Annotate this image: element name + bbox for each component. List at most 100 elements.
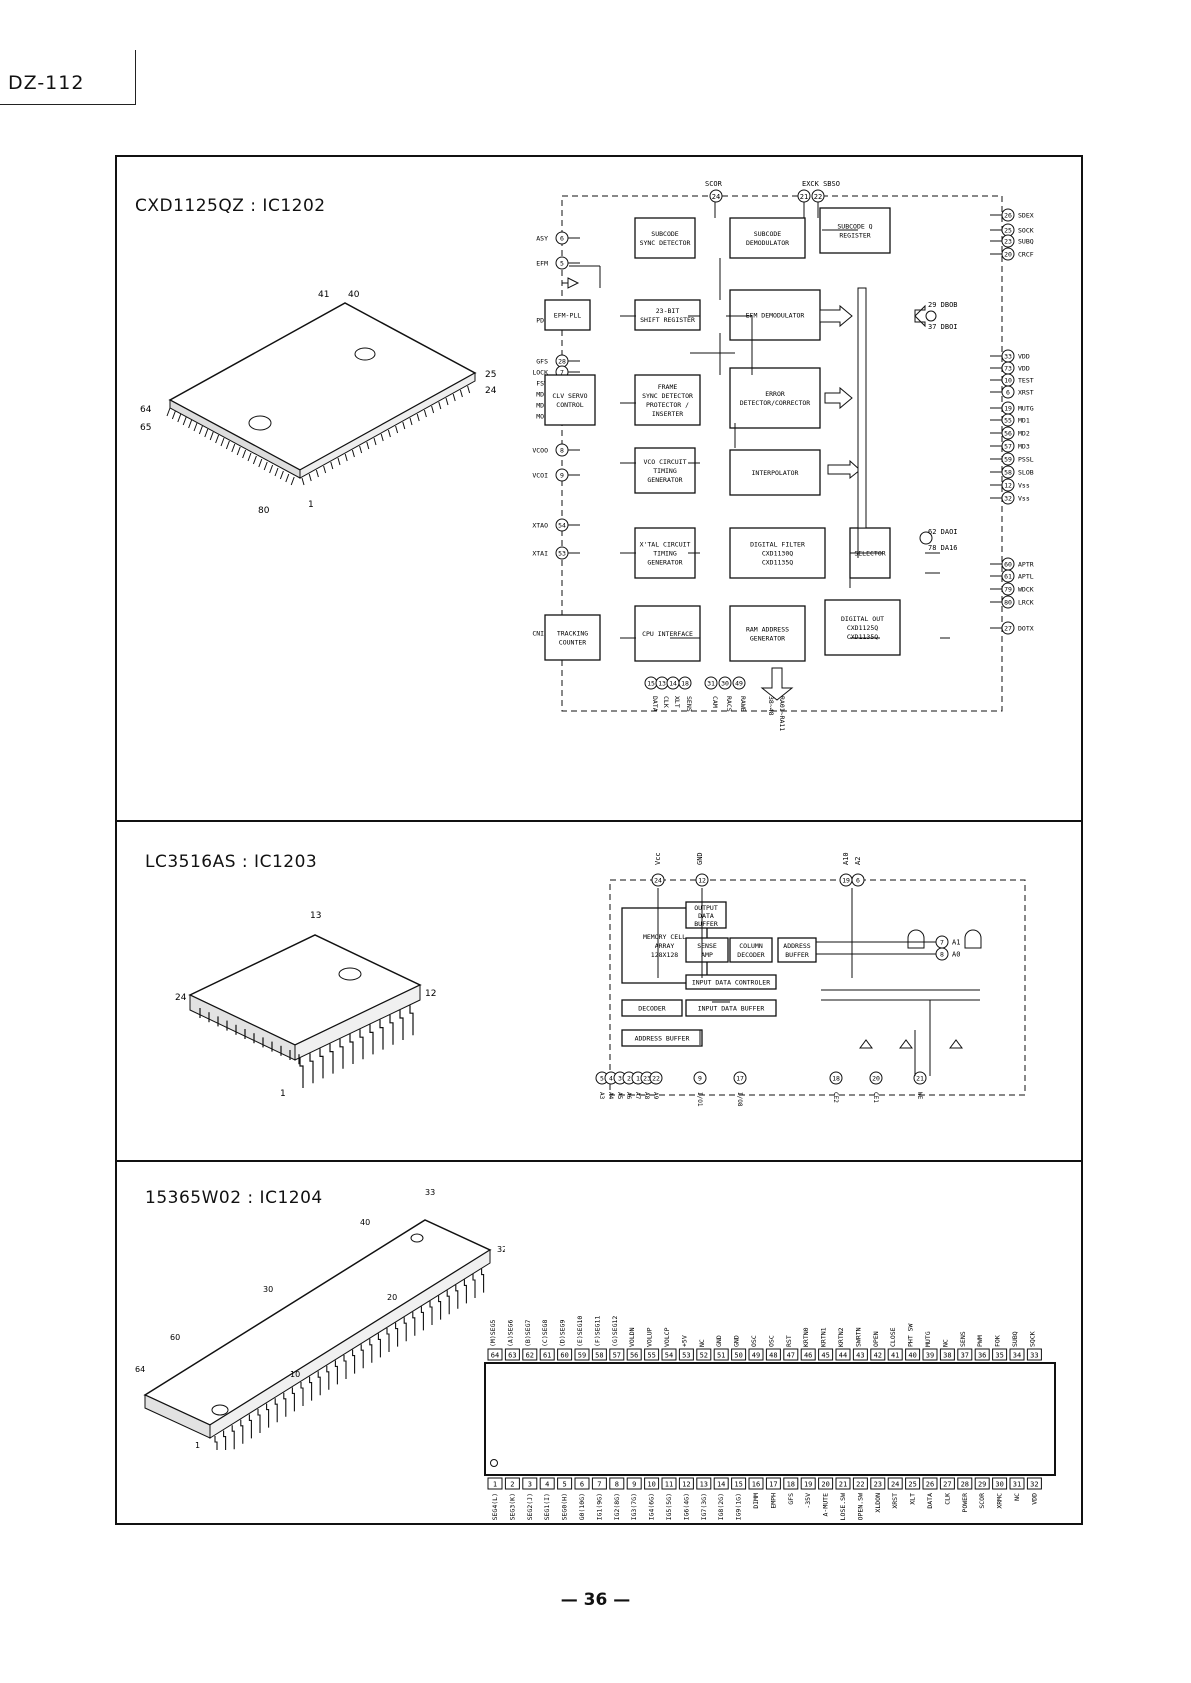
svg-text:43: 43 — [856, 1352, 864, 1360]
pin-name: XRST — [1018, 389, 1034, 397]
right-pin: 80 — [1001, 595, 1015, 609]
pin-name: DIG5(5G) — [665, 1493, 673, 1520]
pin-label: 32 — [497, 1245, 505, 1254]
svg-text:49: 49 — [735, 680, 743, 688]
pin-name: (M)SEG5 — [489, 1320, 497, 1347]
pin-name: I/O1 — [696, 1092, 703, 1107]
svg-text:54: 54 — [665, 1352, 673, 1360]
block-label: SUBCODE Q — [837, 223, 872, 231]
pin-name: 38~48 — [767, 696, 775, 716]
svg-text:2: 2 — [510, 1481, 514, 1489]
bottom-pin: 2 — [622, 1071, 636, 1085]
pin-name: MON — [536, 413, 548, 421]
svg-text:26: 26 — [1004, 212, 1012, 220]
block-label: TRACKING — [557, 630, 588, 638]
pin-name: DIG8(2G) — [717, 1493, 725, 1520]
pin-name: CLOSE — [889, 1327, 897, 1347]
svg-text:55: 55 — [1004, 417, 1012, 425]
svg-text:5: 5 — [562, 1481, 566, 1489]
block-decoder: DECODER — [621, 999, 683, 1017]
svg-text:61: 61 — [543, 1352, 551, 1360]
right-pin: 57 — [1001, 439, 1015, 453]
svg-text:52: 52 — [700, 1352, 708, 1360]
pin-name: CE1 — [872, 1092, 879, 1103]
svg-text:45: 45 — [821, 1352, 829, 1360]
top-pin: 51 — [713, 1348, 729, 1361]
block-label: CLV SERVO — [552, 392, 587, 400]
svg-text:40: 40 — [908, 1352, 916, 1360]
svg-text:5: 5 — [560, 260, 564, 268]
svg-text:27: 27 — [1004, 625, 1012, 633]
svg-text:4: 4 — [609, 1075, 613, 1083]
pin-name: PWM — [976, 1335, 984, 1347]
pin-name: SEG4(L) — [491, 1493, 499, 1520]
block-label: DIGITAL OUT — [841, 615, 884, 623]
svg-text:21: 21 — [839, 1481, 847, 1489]
svg-text:49: 49 — [752, 1352, 760, 1360]
top-pin: 49 — [748, 1348, 764, 1361]
right-pin: 19 — [1001, 401, 1015, 415]
svg-text:23: 23 — [1004, 238, 1012, 246]
pin-label: 1 — [280, 1089, 286, 1099]
bottom-pin: 14 — [713, 1477, 729, 1490]
svg-text:50: 50 — [734, 1352, 742, 1360]
svg-text:7: 7 — [597, 1481, 601, 1489]
top-pin: 63 — [504, 1348, 520, 1361]
svg-text:39: 39 — [926, 1352, 934, 1360]
pin-name: VCOI — [532, 472, 548, 480]
bus-label: 62 DAOI — [928, 528, 958, 536]
bottom-pin: 21 — [835, 1477, 851, 1490]
right-pin: 79 — [1001, 582, 1015, 596]
section-title-ic1202: CXD1125QZ : IC1202 — [135, 196, 326, 216]
block-label: SENSE — [697, 942, 717, 950]
bottom-pin: 13 — [655, 676, 669, 690]
pin-name: (E)SEG10 — [576, 1316, 584, 1347]
svg-text:57: 57 — [613, 1352, 621, 1360]
svg-text:26: 26 — [926, 1481, 934, 1489]
pin-label: 30 — [263, 1285, 273, 1294]
ic1204-body — [484, 1362, 1056, 1476]
bottom-pin: 29 — [974, 1477, 990, 1490]
svg-text:13: 13 — [700, 1481, 708, 1489]
pin-name: XRMC — [996, 1493, 1004, 1509]
pin-label: 60 — [170, 1333, 180, 1342]
pin-name: A7 — [634, 1092, 641, 1100]
svg-text:1: 1 — [636, 1075, 640, 1083]
block-label: CXD1125Q — [847, 624, 878, 632]
block-label: EFM-PLL — [554, 312, 581, 320]
svg-text:6: 6 — [1006, 389, 1010, 397]
pin-name: SCOR — [978, 1493, 986, 1509]
top-pin: 61 — [539, 1348, 555, 1361]
top-pin: 60 — [557, 1348, 573, 1361]
bottom-pin: 25 — [905, 1477, 921, 1490]
pin-name: GND — [696, 852, 704, 865]
pin-name: APTR — [1018, 561, 1034, 569]
svg-text:20: 20 — [821, 1481, 829, 1489]
pin-name: DIG7(3G) — [700, 1493, 708, 1520]
pin-name: VDD — [1018, 353, 1030, 361]
pin-name: Vss — [1018, 495, 1030, 503]
left-pin: 8 — [555, 443, 569, 457]
block-efm-pll: EFM-PLL — [544, 299, 591, 331]
bottom-pin: 2 — [504, 1477, 520, 1490]
pin-name: KRTN2 — [837, 1327, 845, 1347]
svg-text:32: 32 — [1004, 495, 1012, 503]
top-pin: 37 — [957, 1348, 973, 1361]
svg-text:10: 10 — [647, 1481, 655, 1489]
svg-text:16: 16 — [752, 1481, 760, 1489]
svg-text:1: 1 — [493, 1481, 497, 1489]
bus-label: 37 DBOI — [928, 323, 958, 331]
top-pin: 44 — [835, 1348, 851, 1361]
top-pin: 34 — [1009, 1348, 1025, 1361]
svg-text:61: 61 — [1004, 573, 1012, 581]
block-label: CONTROL — [556, 401, 583, 409]
top-pin: 39 — [922, 1348, 938, 1361]
page-number: — 36 — — [560, 1590, 631, 1610]
block-label: SUBCODE — [651, 230, 678, 238]
svg-text:53: 53 — [682, 1352, 690, 1360]
header-rule-vertical — [135, 50, 136, 105]
pin-name: A9 — [652, 1092, 659, 1100]
